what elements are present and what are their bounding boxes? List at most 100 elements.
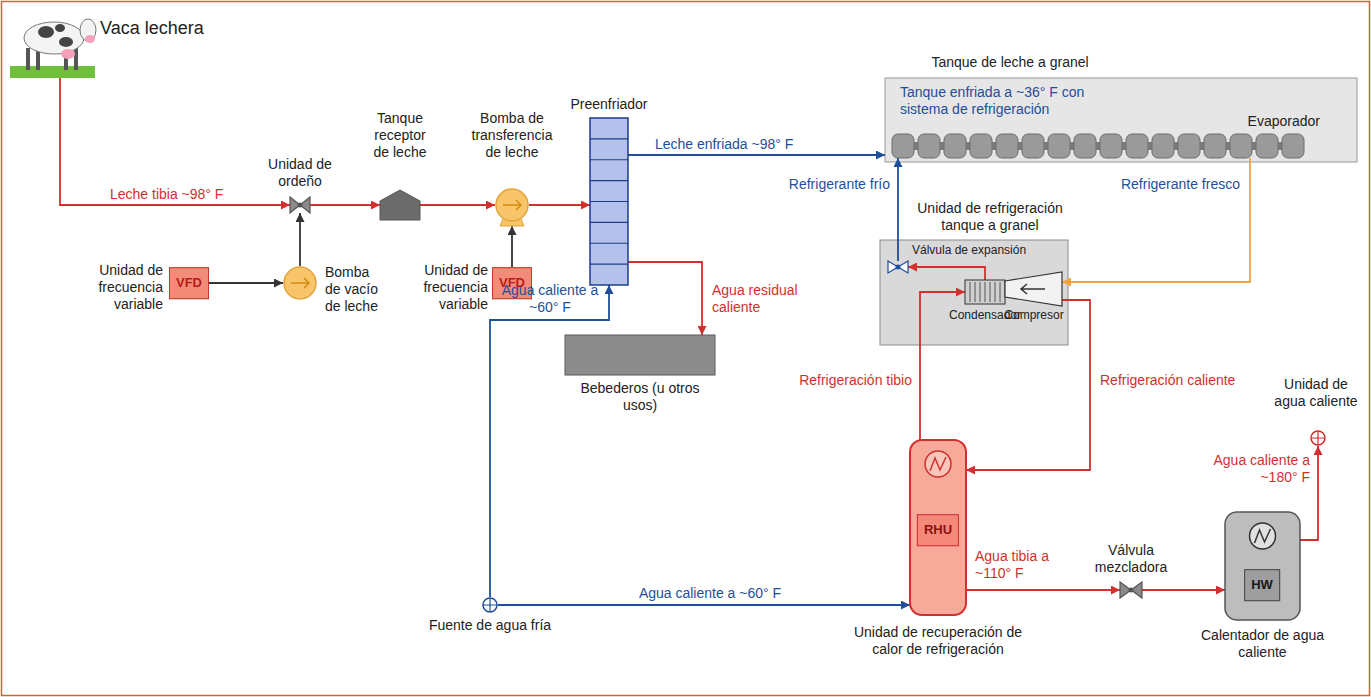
precooler-plate [590, 201, 628, 202]
vfd-unit: Unidad de frecuencia variableVFD [85, 258, 215, 306]
evaporator-link [1096, 142, 1100, 150]
component-label: Tanque receptor de leche [366, 110, 434, 160]
component-label: Tanque de leche a granel [890, 54, 1130, 71]
evaporator-link [1044, 142, 1048, 150]
pipe-connector [420, 204, 495, 206]
cold-water-source-shape [482, 597, 498, 613]
condenser-graphic [965, 280, 1005, 304]
evaporator-coil [1204, 134, 1226, 158]
evaporator-link [1226, 142, 1230, 150]
water-trough-graphic [565, 335, 715, 375]
transfer-pump-shape [495, 188, 529, 226]
compressor-shape [1005, 272, 1062, 306]
component-label: Unidad de recuperación de calor de refri… [843, 624, 1033, 658]
flow-label: Leche enfriada ~98° F [655, 136, 845, 153]
tap-cross [1311, 431, 1325, 445]
condenser-fin [1000, 282, 1001, 302]
precooler-body [590, 118, 628, 285]
unit-badge: VFD [169, 267, 209, 299]
valve-hub [1129, 588, 1134, 593]
cow-illustration: Vaca lechera [8, 2, 248, 82]
component-label: Unidad de agua caliente [1268, 376, 1364, 410]
condenser-fin [970, 282, 971, 302]
receiver-tank-graphic [380, 190, 420, 220]
evaporator-coil [1256, 134, 1278, 158]
evaporator-link [966, 142, 970, 150]
component-label: Compresor [997, 308, 1071, 322]
expansion-valve-graphic [888, 261, 908, 273]
evaporator-coil [1178, 134, 1200, 158]
milking-valve: Unidad de ordeño [250, 150, 350, 225]
cold-water-source: Fuente de agua fría [425, 590, 555, 640]
cow-illustration-graphic [10, 4, 95, 78]
evaporator-link [1018, 142, 1022, 150]
recovery-tank [910, 440, 966, 615]
precooler-plate [590, 222, 628, 223]
pipe-connector [1142, 589, 1225, 591]
precooler: Preenfriador [560, 95, 660, 287]
evaporator-link [1070, 142, 1074, 150]
pipe-connector [628, 154, 885, 156]
coil-zigzag [1255, 529, 1271, 543]
condenser-fin [995, 282, 996, 302]
transfer-pump: Bomba de transferencia de leche [455, 108, 570, 230]
water-heater-shape [1225, 512, 1300, 620]
component-label: Válvula mezcladora [1086, 542, 1176, 576]
tap-cross [483, 598, 497, 612]
water-trough-shape [565, 335, 715, 375]
evaporator-link [1252, 142, 1256, 150]
expansion-valve-shape [888, 261, 908, 273]
pipe-connector [1062, 158, 1250, 282]
valve-symbol [290, 197, 310, 213]
precooler-plate [590, 180, 628, 181]
tap-symbol [483, 598, 497, 612]
transfer-pump-graphic [495, 188, 529, 226]
milking-valve-graphic [290, 197, 310, 213]
evaporator-coil [996, 134, 1018, 158]
cow-body [24, 22, 84, 54]
pipe-connector [299, 213, 301, 266]
pump-symbol [284, 267, 316, 299]
heater-tank [1225, 512, 1300, 620]
valve-symbol [888, 261, 908, 273]
mixing-valve-shape [1120, 582, 1142, 598]
expansion-valve: Válvula de expansión [884, 240, 1064, 276]
evaporator-coil [1230, 134, 1252, 158]
pump-arrow [291, 278, 309, 288]
coil-zigzag [930, 457, 946, 471]
cow-illustration-shape [10, 4, 95, 78]
mixing-valve-graphic [1120, 582, 1142, 598]
cow-spot [59, 37, 73, 47]
precooler-graphic [590, 118, 628, 285]
component-label: Unidad de frecuencia variable [413, 262, 488, 312]
recovery-coil [925, 451, 951, 477]
flow-label: Agua tibia a ~110° F [975, 548, 1053, 582]
evaporator-coil [1022, 134, 1044, 158]
cow-leg [26, 48, 30, 70]
flow-label: Refrigeración caliente [1100, 372, 1270, 389]
tap-symbol [1311, 431, 1325, 445]
receiver-tank-shape [380, 190, 420, 220]
cold-water-source-graphic [482, 597, 498, 613]
valve-hub [896, 265, 901, 270]
pipe-connector [511, 226, 513, 267]
evaporator-link [940, 142, 944, 150]
evaporator-coil [944, 134, 966, 158]
pump-arrow [503, 200, 521, 210]
flow-label: Refrigerante fresco [1100, 176, 1240, 193]
hot-water-outlet-graphic [1310, 430, 1326, 446]
valve-symbol [1120, 582, 1142, 598]
pipe-connector [310, 204, 380, 206]
water-trough: Bebederos (u otros usos) [560, 330, 720, 412]
evaporator-link [1174, 142, 1178, 150]
component-label: Preenfriador [560, 96, 658, 113]
trough-body [565, 335, 715, 375]
compressor-graphic [1005, 272, 1062, 306]
flow-label: Agua caliente a ~60° F [500, 282, 600, 316]
pipe-connector [60, 78, 290, 205]
component-label: Bebederos (u otros usos) [565, 380, 715, 414]
cow-spot [55, 24, 65, 32]
refrigeration-housing [880, 240, 1068, 345]
